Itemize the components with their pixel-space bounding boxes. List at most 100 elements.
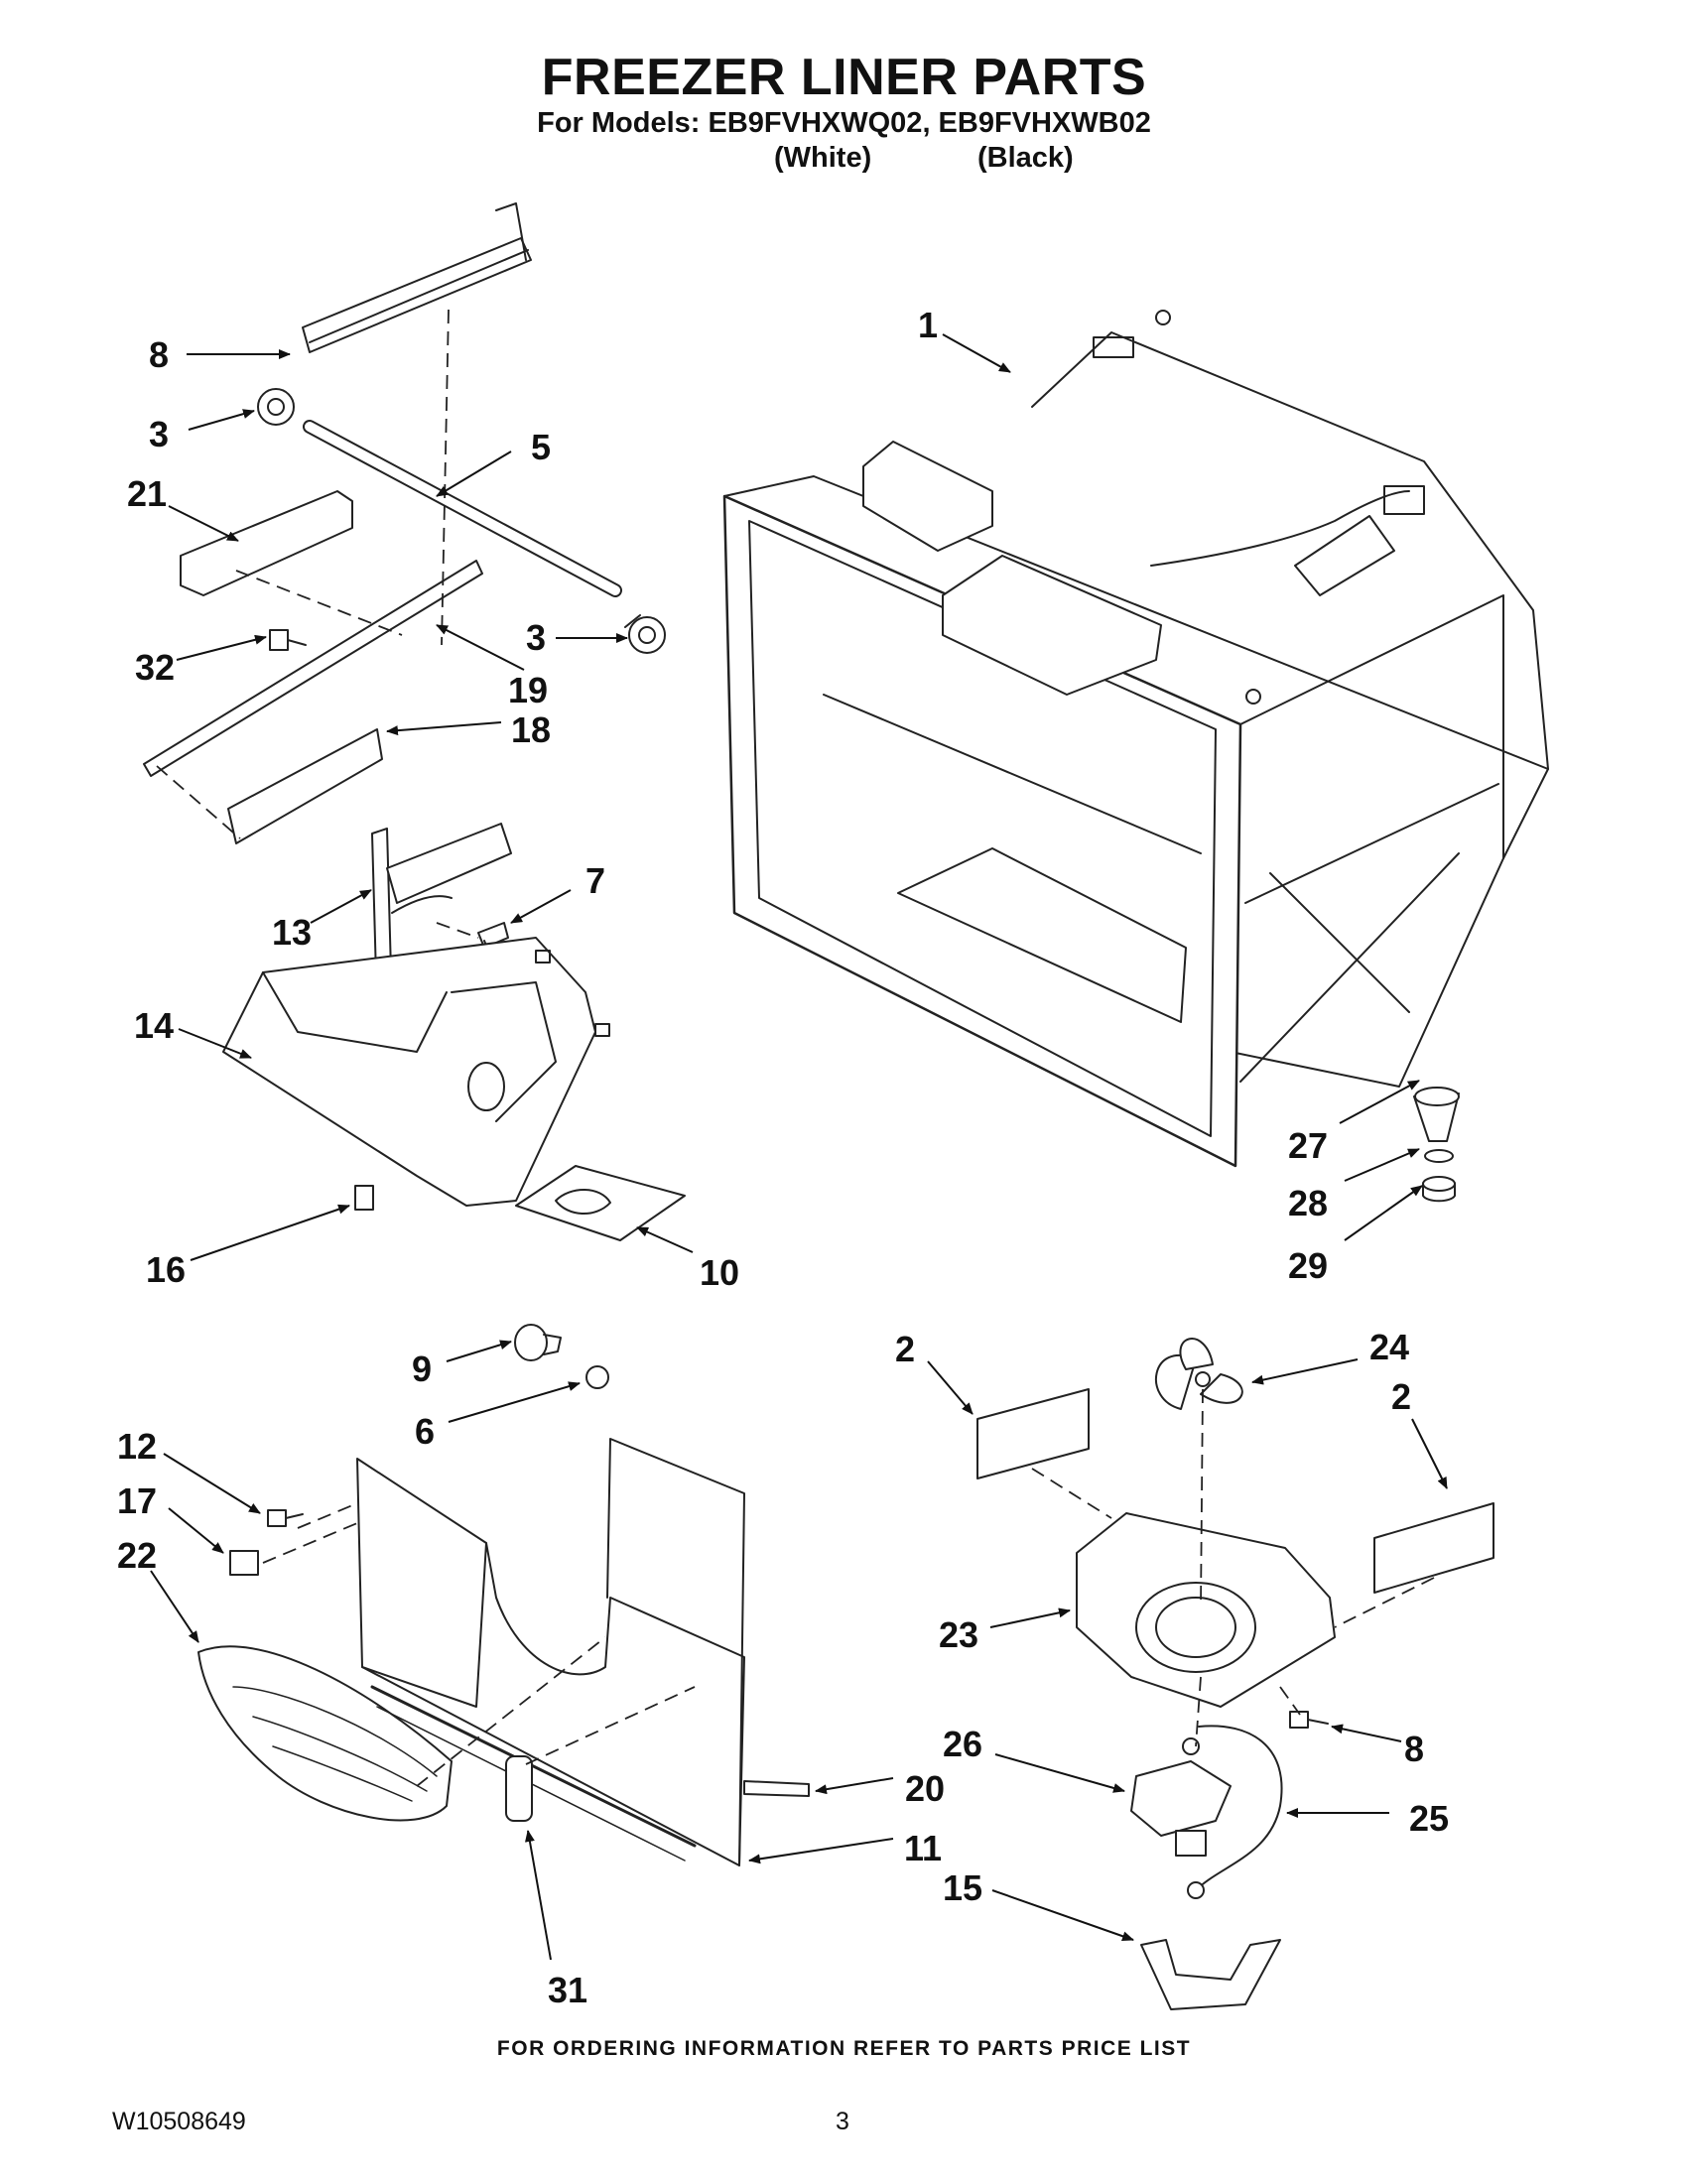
document-number: W10508649 [112,2108,246,2135]
bracket-15-drawing [1140,1939,1281,2010]
leader-arrow [446,1340,512,1362]
callout-12: 12 [117,1426,157,1467]
rail-8-drawing [302,202,532,353]
callout-23: 23 [939,1614,978,1655]
callout-29: 29 [1288,1245,1328,1286]
callout-3-right: 3 [526,617,546,658]
callout-16: 16 [146,1249,186,1290]
callout-3-left: 3 [149,414,169,454]
strip-20-drawing [743,1780,810,1797]
leader-arrow [991,1889,1134,1942]
leader-arrow [989,1607,1071,1628]
sensor-31-drawing [505,1755,533,1822]
leader-arrow [1331,1724,1402,1742]
fan-blade-24-drawing [1155,1338,1243,1410]
callout-13: 13 [272,912,312,953]
callout-28: 28 [1288,1183,1328,1223]
leader-arrow [176,634,267,661]
leader-arrow [436,450,512,497]
callout-8-lower: 8 [1404,1729,1424,1769]
ordering-note: FOR ORDERING INFORMATION REFER TO PARTS … [496,2037,1192,2060]
harness-25-drawing [1195,1725,1283,1891]
callout-1: 1 [918,305,938,345]
leader-arrow [1251,1358,1359,1385]
callout-5: 5 [531,427,551,467]
callout-2-right: 2 [1391,1376,1411,1417]
callout-7: 7 [585,860,605,901]
drain-trough-27-drawing [1413,1087,1460,1142]
callout-6: 6 [415,1411,435,1452]
leader-arrow [448,1381,581,1423]
bracket-21-drawing [180,490,353,596]
socket-6-drawing [585,1365,609,1389]
gear-3-left-drawing [257,388,295,426]
callout-21: 21 [127,473,167,514]
screw-8-lower-drawing [1289,1711,1329,1729]
variant-white-label: (White) [774,142,872,174]
callout-14: 14 [134,1005,174,1046]
callout-17: 17 [117,1480,157,1521]
callout-18: 18 [511,709,551,750]
grille-22-drawing [197,1645,453,1822]
leader-arrow [927,1360,974,1415]
holder-17-drawing [229,1550,259,1576]
leader-arrow [1344,1148,1420,1182]
callout-31: 31 [548,1970,587,2010]
leader-arrow [188,409,255,431]
clip-16-drawing [354,1185,374,1211]
rail-19-drawing [143,560,483,777]
leader-arrow [1344,1185,1423,1241]
screw-32-drawing [269,629,307,651]
callout-9: 9 [412,1349,432,1389]
callout-22: 22 [117,1535,157,1576]
callout-2-left: 2 [895,1329,915,1369]
freezer-liner-drawing [722,310,1549,1168]
fan-housing-23-drawing [1076,1512,1336,1708]
models-line: For Models: EB9FVHXWQ02, EB9FVHXWB02 [537,107,1151,139]
leader-arrow [636,1226,694,1253]
leader-arrow [994,1753,1125,1793]
o-ring-28-drawing [1424,1149,1454,1163]
callout-8-top: 8 [149,334,169,375]
motor-26-drawing [1130,1737,1232,1899]
leader-arrow [168,1507,224,1554]
leader-arrow [748,1838,894,1864]
leader-arrow [1411,1418,1448,1489]
page-title: FREEZER LINER PARTS [541,49,1147,106]
slide-18-drawing [227,728,383,844]
callout-11: 11 [904,1828,942,1868]
callout-20: 20 [905,1768,945,1809]
callout-32: 32 [135,647,175,688]
leader-arrow [386,721,502,736]
leader-arrow [163,1453,261,1514]
leader-arrow [168,505,239,542]
shaft-5-drawing [303,420,622,597]
label-10-drawing [515,1165,686,1241]
foam-2-left-drawing [976,1388,1090,1479]
callout-25: 25 [1409,1798,1449,1839]
callout-19: 19 [508,670,548,710]
callout-26: 26 [943,1724,982,1764]
bulb-9-drawing [514,1324,562,1361]
callout-15: 15 [943,1867,982,1908]
variant-black-label: (Black) [977,142,1074,174]
callout-10: 10 [700,1252,739,1293]
leader-arrow [815,1777,894,1795]
leader-arrow [150,1570,199,1643]
leader-arrow [190,1204,350,1261]
tray-14-drawing [222,937,610,1207]
drain-plug-29-drawing [1422,1176,1456,1203]
leader-arrow [310,889,372,924]
leader-arrow [524,1830,552,1961]
leader-arrow [1339,1080,1420,1124]
leader-arrow [178,1028,252,1059]
page-number: 3 [836,2108,849,2135]
foam-2-right-drawing [1373,1502,1494,1594]
callout-24: 24 [1369,1327,1409,1367]
leader-arrow [942,333,1011,373]
callout-27: 27 [1288,1125,1328,1166]
gear-3-right-drawing [628,616,666,654]
leader-arrow [510,889,572,924]
screw-12-drawing [267,1509,304,1527]
